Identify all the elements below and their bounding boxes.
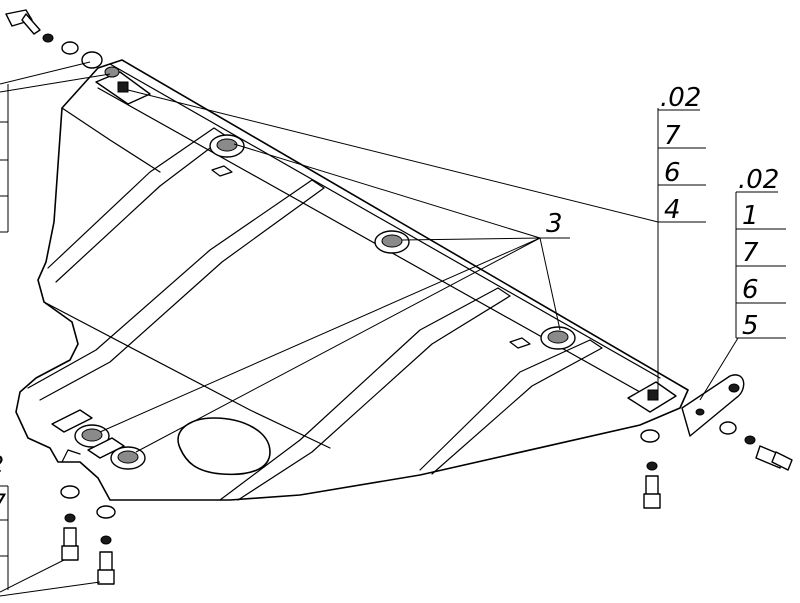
fastener-set-bottom-left <box>60 485 116 585</box>
left-fragment-suffix: 2 <box>0 453 4 478</box>
callout-left-bottom-fragment: 2 7 <box>0 453 9 590</box>
stack-b-suffix: .02 <box>738 165 779 195</box>
stack-b-item-2: 7 <box>742 238 759 268</box>
leader-lines <box>0 61 739 597</box>
stack-a-item-2: 6 <box>664 158 681 188</box>
side-bracket <box>681 374 745 437</box>
callout-label-3: 3 <box>546 209 563 239</box>
slot-square-mid <box>509 337 531 349</box>
skid-plate <box>15 59 689 501</box>
mounting-bosses <box>74 134 576 470</box>
access-hole <box>177 417 271 476</box>
stack-a-suffix: .02 <box>660 83 701 113</box>
fastener-set-right <box>719 421 793 471</box>
bracket-lower-left-b <box>87 437 125 459</box>
bracket-lower-left <box>51 409 93 433</box>
stack-b-item-1: 1 <box>742 201 759 231</box>
stack-a-item-1: 7 <box>664 121 681 151</box>
callout-stack-a: .02 7 6 4 <box>657 83 706 225</box>
fastener-set-top-left <box>5 9 120 78</box>
skid-plate-outline <box>15 59 689 501</box>
callout-stack-b: .02 1 7 6 5 <box>735 165 786 341</box>
slot-square-top <box>211 165 233 177</box>
stack-b-item-3: 6 <box>742 275 759 305</box>
stiffening-ribs <box>27 107 603 501</box>
stack-b-item-4: 5 <box>742 311 759 341</box>
left-fragment-item-1: 7 <box>0 491 6 516</box>
stack-a-item-3: 4 <box>664 195 681 225</box>
callout-left-top-fragment <box>0 84 9 233</box>
fastener-set-bottom-right <box>640 429 661 509</box>
